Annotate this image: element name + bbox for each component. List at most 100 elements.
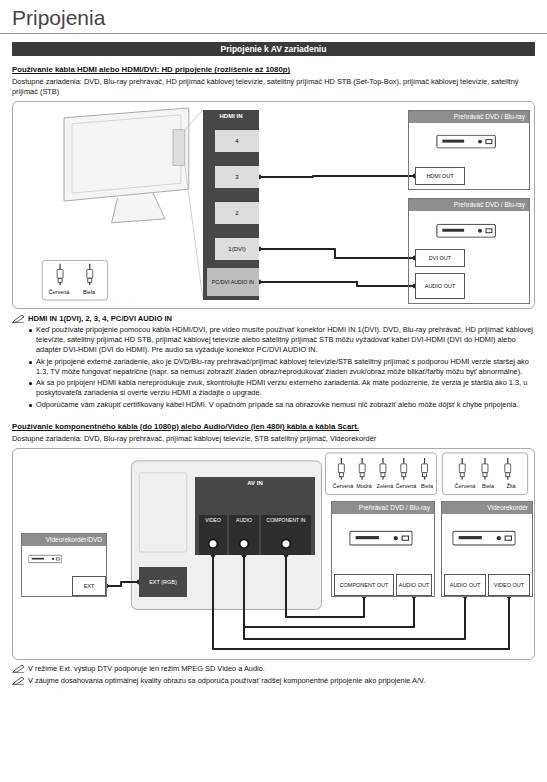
node-text: EXT (RGB) [149,579,177,585]
cable-legend-box [42,261,107,301]
node-text: COMPONENT OUT [340,582,389,588]
scart-port: EXT (RGB) [139,567,187,597]
cable-color-label: Biela [74,289,104,296]
output-port: VIDEO OUT [488,574,530,596]
cable-color-label: Červená [332,483,354,490]
cable [244,555,414,627]
zoom-lines [185,110,203,298]
text-label: Dostupné zariadenia: DVD, Blu-ray prehrá… [12,434,535,444]
device-list: Dostupné zariadenia: DVD, Blu-ray prehrá… [12,77,535,96]
path [12,672,24,673]
cable [106,582,139,586]
input-jack: VIDEO [199,515,227,555]
path [12,323,24,324]
pencil-icon [12,677,24,685]
cable-color-label: Červená [454,483,476,490]
output-port: COMPONENT OUT [334,574,394,596]
text-label: HDMI IN 1(DVI), 2, 3, 4, PC/DVI AUDIO IN [28,314,172,323]
page-title: Pripojenia [12,5,535,30]
node-text: HDMI OUT [426,173,453,179]
note: V záujme dosahovania optimálnej kvality … [12,676,535,686]
node-text: AUDIO OUT [450,582,481,588]
text-label: Ak sa po pripojení HDMI kábla nereproduk… [36,378,535,398]
cable [213,555,509,649]
path [13,315,24,322]
player-icon [437,225,495,238]
text-label: Používanie komponentného kábla (do 1080p… [12,422,535,431]
pencil-icon [12,315,24,323]
output-port: EXT [72,576,106,596]
cable-color-label: Červená [395,483,417,490]
bullet-item: Keď používate pripojenie pomocou kábla H… [12,325,535,354]
note: V režime Ext. výstup DTV podporuje len r… [12,664,535,674]
input-jack: AUDIO [229,515,259,555]
node-text: Prehrávač DVD / Blu-ray [409,111,529,123]
text-label: Ak je pripojené externé zariadenie, ako … [36,357,535,377]
text-label: Odporúčame vám zakúpiť certifikovaný káb… [36,400,535,410]
device-box: Prehrávač DVD / Blu-rayCOMPONENT OUT AUDI… [331,501,435,597]
cable [259,176,415,177]
node-text: 1(DVI) [228,246,245,253]
node-text: 3 [235,174,238,181]
bullet-dot [29,329,32,332]
node-text: AUDIO [229,518,259,524]
output-port: AUDIO OUT [415,273,465,299]
vcr-icon [29,555,62,562]
cable-color-label: Modrá [353,483,375,490]
node-text: HDMI IN [203,110,259,119]
cable [259,249,415,258]
cable-color-label: Zelená [374,483,396,490]
rca-plug [380,458,386,480]
vcr-icon [453,531,515,545]
text-label: V režime Ext. výstup DTV podporuje len r… [28,664,265,674]
bullet-item: Odporúčame vám zakúpiť certifikovaný káb… [12,400,535,410]
rca-plug [505,458,511,480]
bullet-dot [29,382,32,385]
node-text: AUDIO OUT [399,582,430,588]
node-text: 2 [235,210,238,217]
tv-panel-detail [139,473,187,552]
input-jack: COMPONENT IN [261,515,311,555]
cable-group-box [442,453,527,495]
text-label: Keď používate pripojenie pomocou kábla H… [36,325,535,354]
page-title-host: Pripojenia [12,0,535,30]
rca-plug [422,458,428,480]
cable-color-label: Biela [416,483,438,490]
node-text: Videorekordér [442,502,532,514]
text-label: V záujme dosahovania optimálnej kvality … [28,676,425,686]
hdmi-port: 3 [215,166,259,188]
cable-color-label: Žltá [500,483,522,490]
bullet-dot [29,404,32,407]
cable-color-label: Červená [44,289,74,296]
output-port: AUDIO OUT [444,574,486,596]
rca-plug [459,458,465,480]
band-host: Pripojenie k AV zariadeniu [12,42,535,56]
hdmi-port: 4 [215,130,259,152]
node-text: AV IN [195,477,315,486]
rca-plug [401,458,407,480]
node-text: Prehrávač DVD / Blu-ray [409,199,529,211]
component-diagram: AV IN VIDEOAUDIOCOMPONENT IN EXT (RGB) Vide… [12,448,535,660]
device-box: Prehrávač DVD / Blu-rayHDMI OUT [408,110,530,190]
text-label: Dostupné zariadenia: DVD, Blu-ray prehrá… [12,77,535,96]
av-in-panel: AV IN VIDEOAUDIOCOMPONENT IN [195,477,315,555]
node-text: DVI OUT [429,255,451,261]
node-text: Prehrávač DVD / Blu-ray [332,502,434,514]
path [12,684,24,685]
device-box: Videorekordér/DVDEXT [21,533,107,597]
player-icon [437,136,495,149]
node-text: COMPONENT IN [261,518,311,524]
page: Pripojenia Pripojenie k AV zariadeniu Po… [0,0,547,685]
cable [244,555,465,639]
tv-panel-outline [72,115,181,193]
cable [259,282,415,286]
tv-port-panel: HDMI IN 4 3 2 1(DVI) PC/DVI AUDIO IN [203,110,259,300]
node-text: VIDEO [199,518,227,524]
section-band: Pripojenie k AV zariadeniu [12,42,535,56]
text-label: Používanie kábla HDMI alebo HDMI/DVI: HD… [12,65,535,74]
pencil-icon [12,665,24,673]
hdmi-port: 2 [215,202,259,224]
node-text: PC/DVI AUDIO IN [212,280,254,286]
node-text: AUDIO OUT [425,283,456,289]
rca-plug [359,458,365,480]
